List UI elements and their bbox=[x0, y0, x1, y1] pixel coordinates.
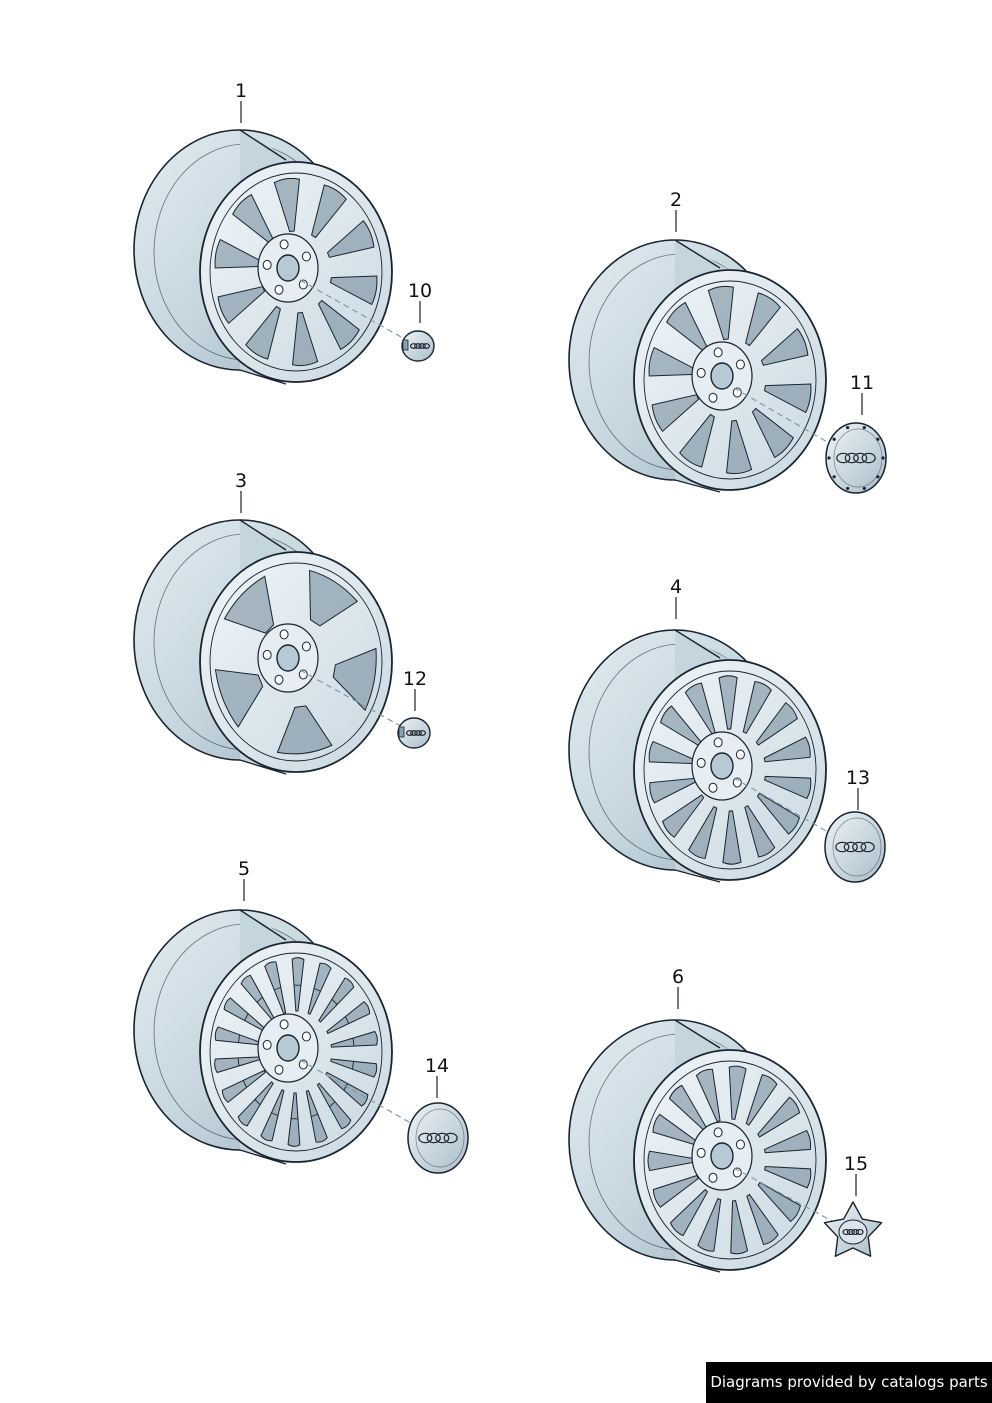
callout-6: 6 bbox=[672, 966, 684, 988]
large-cap-11 bbox=[825, 422, 887, 494]
callout-11: 11 bbox=[850, 372, 874, 394]
footer-credit: Diagrams provided by catalogs parts bbox=[706, 1362, 992, 1403]
wheel-5: 5 14 bbox=[133, 858, 469, 1174]
lug-hole bbox=[274, 1064, 284, 1075]
center-bore bbox=[276, 644, 300, 672]
callout-12: 12 bbox=[403, 668, 427, 690]
spoke-pattern bbox=[214, 177, 378, 367]
center-bore bbox=[710, 752, 734, 780]
spoke-pattern bbox=[647, 1065, 812, 1255]
spoke-pattern bbox=[648, 285, 812, 475]
four-rings-logo-icon bbox=[835, 841, 875, 853]
lug-hole bbox=[696, 367, 706, 378]
four-rings-logo-icon bbox=[842, 1228, 864, 1236]
lug-hole bbox=[713, 737, 723, 748]
spoke-pattern bbox=[214, 569, 377, 755]
spoke-pattern bbox=[214, 957, 378, 1147]
lug-hole bbox=[708, 392, 718, 403]
center-bore bbox=[276, 254, 300, 282]
four-rings-logo-icon bbox=[418, 1132, 458, 1144]
callout-13: 13 bbox=[846, 767, 870, 789]
lug-hole bbox=[708, 782, 718, 793]
small-cap-12 bbox=[397, 717, 431, 749]
assembly-leader bbox=[733, 777, 848, 844]
lug-hole bbox=[298, 279, 308, 290]
lug-hole bbox=[713, 1127, 723, 1138]
center-bore bbox=[710, 362, 734, 390]
large-cap-14 bbox=[407, 1102, 469, 1174]
assembly-leader bbox=[299, 1059, 431, 1135]
lug-hole bbox=[696, 757, 706, 768]
center-bore bbox=[276, 1034, 300, 1062]
lug-hole bbox=[696, 1147, 706, 1158]
lug-hole bbox=[735, 1139, 745, 1150]
small-cap-10 bbox=[401, 330, 435, 362]
callout-4: 4 bbox=[670, 576, 682, 598]
four-rings-logo-icon bbox=[836, 452, 876, 464]
callout-2: 2 bbox=[670, 189, 682, 211]
wheel-1: 1 10 bbox=[133, 80, 435, 385]
assembly-leader bbox=[299, 669, 407, 730]
callout-1: 1 bbox=[235, 80, 247, 102]
lug-hole bbox=[732, 777, 742, 788]
lug-hole bbox=[274, 674, 284, 685]
lug-hole bbox=[262, 259, 272, 270]
lug-hole bbox=[301, 1031, 311, 1042]
wheel-6: 6 15 bbox=[568, 966, 883, 1273]
lug-hole bbox=[735, 749, 745, 760]
callout-10: 10 bbox=[408, 280, 432, 302]
lug-hole bbox=[732, 387, 742, 398]
lug-hole bbox=[279, 239, 289, 250]
star-cap-15 bbox=[823, 1201, 883, 1257]
lug-hole bbox=[262, 1039, 272, 1050]
four-rings-logo-icon bbox=[405, 730, 427, 736]
callout-5: 5 bbox=[238, 858, 250, 880]
callout-3: 3 bbox=[235, 470, 247, 492]
callout-15: 15 bbox=[844, 1153, 868, 1175]
assembly-leader bbox=[733, 1167, 846, 1229]
wheel-2: 2 11 bbox=[568, 189, 887, 494]
lug-hole bbox=[279, 1019, 289, 1030]
spoke-pattern bbox=[648, 675, 812, 865]
lug-hole bbox=[301, 641, 311, 652]
lug-hole bbox=[274, 284, 284, 295]
lug-hole bbox=[301, 251, 311, 262]
assembly-leader bbox=[299, 279, 411, 343]
four-rings-logo-icon bbox=[409, 343, 431, 349]
callout-14: 14 bbox=[425, 1055, 449, 1077]
wheel-4: 4 13 bbox=[568, 576, 886, 883]
lug-hole bbox=[735, 359, 745, 370]
center-bore bbox=[710, 1142, 734, 1170]
lug-hole bbox=[713, 347, 723, 358]
wheel-3: 3 12 bbox=[133, 470, 431, 775]
large-cap-13 bbox=[824, 811, 886, 883]
assembly-leader bbox=[733, 387, 849, 455]
lug-hole bbox=[298, 1059, 308, 1070]
lug-hole bbox=[279, 629, 289, 640]
lug-hole bbox=[298, 669, 308, 680]
lug-hole bbox=[708, 1172, 718, 1183]
lug-hole bbox=[262, 649, 272, 660]
